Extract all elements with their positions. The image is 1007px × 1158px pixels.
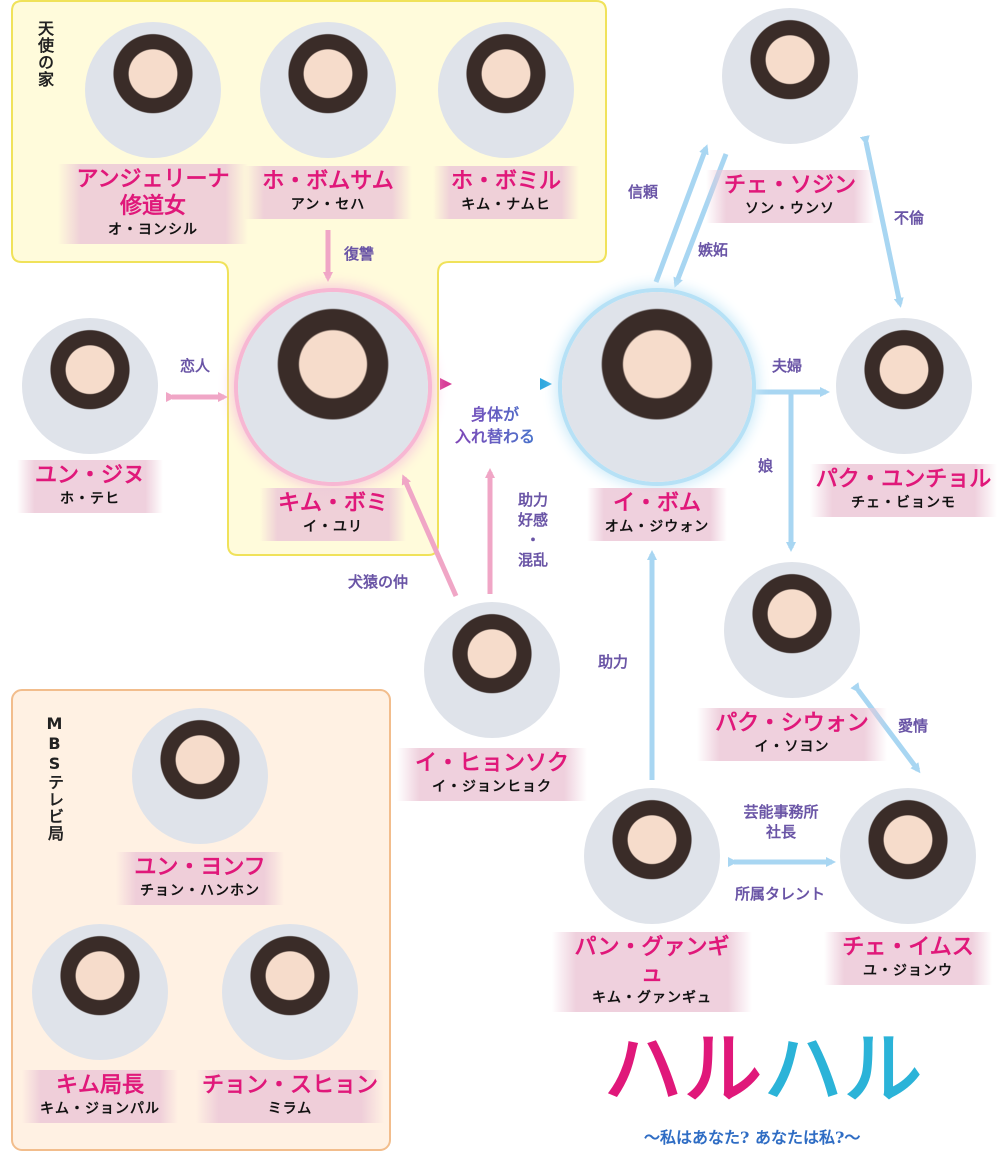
relation-daughter: 娘 (758, 457, 774, 475)
portrait-bomi (238, 292, 428, 482)
relation-affection: 愛情 (898, 717, 929, 735)
portrait-ibom (562, 292, 752, 482)
portrait-suhyon (222, 924, 358, 1060)
actor-name: アン・セハ (290, 197, 366, 213)
portrait-bomil (438, 22, 574, 158)
actor-name: イ・ジョンヒョク (431, 779, 552, 795)
character-name: チェ・ソジン (723, 172, 856, 198)
show-subtitle: 〜私はあなた? あなたは私?〜 (644, 1128, 861, 1147)
portrait-yuncheol (836, 318, 972, 454)
character-name: ホ・ボミル (450, 168, 561, 194)
actor-name: ソン・ウンソ (744, 201, 835, 217)
actor-name: オム・ジウォン (604, 519, 710, 535)
character-bomil: ホ・ボミル キム・ナムヒ (406, 166, 606, 219)
portrait-sojin (722, 8, 858, 144)
actor-name: キム・ナムヒ (461, 197, 551, 213)
character-name: ユン・ジヌ (34, 462, 145, 488)
relation-couple: 夫婦 (772, 357, 803, 375)
character-suhyon: チョン・スヒョン ミラム (190, 1070, 390, 1123)
character-name: キム局長 (55, 1072, 144, 1098)
character-hyeonseok: イ・ヒョンソク イ・ジョンヒョク (392, 748, 592, 801)
character-yuncheol: パク・ユンチョル チェ・ビョンモ (800, 464, 1007, 517)
relation-affair: 不倫 (894, 209, 925, 227)
actor-name: チェ・ビョンモ (851, 495, 956, 511)
character-yonpu: ユン・ヨンフ チョン・ハンホン (100, 852, 300, 905)
actor-name: キム・グァンギュ (592, 990, 712, 1006)
character-name: イ・ヒョンソク (414, 750, 569, 776)
group-label-angel-house: 天使の家 (35, 20, 54, 88)
actor-name: ホ・テヒ (59, 491, 120, 507)
character-name: ユン・ヨンフ (134, 854, 266, 880)
character-gwangyu: パン・グァンギュ キム・グァンギュ (552, 932, 752, 1012)
portrait-yonpu (132, 708, 268, 844)
portrait-siwon (724, 562, 860, 698)
character-bomi: キム・ボミ イ・ユリ (233, 488, 433, 541)
character-name: チョン・スヒョン (201, 1072, 378, 1098)
character-angelina: アンジェリーナ 修道女 オ・ヨンシル (48, 164, 258, 244)
relation-help: 助力 (598, 653, 629, 671)
arrow-trust (653, 144, 709, 283)
relation-lovers: 恋人 (180, 357, 211, 375)
character-ibom: イ・ボム オム・ジウォン (557, 488, 757, 541)
portrait-bomsam (260, 22, 396, 158)
relation-revenge: 復讐 (344, 245, 375, 263)
logo-part-2: ハル (764, 1025, 925, 1115)
character-name: キム・ボミ (277, 490, 388, 516)
character-kyokucho: キム局長 キム・ジョンパル (10, 1070, 190, 1123)
character-name: パク・シウォン (715, 710, 869, 736)
show-logo: ハルハル (604, 1030, 924, 1110)
character-jinu: ユン・ジヌ ホ・テヒ (0, 460, 180, 513)
character-bomsam: ホ・ボムサム アン・セハ (228, 166, 428, 219)
character-imusu: チェ・イムス ユ・ジョンウ (808, 932, 1007, 985)
actor-name: キム・ジョンパル (40, 1101, 160, 1117)
portrait-hyeonseok (424, 602, 560, 738)
logo-part-1: ハル (604, 1025, 765, 1115)
portrait-jinu (22, 318, 158, 454)
arrow-enemies (401, 474, 459, 598)
portrait-kyokucho (32, 924, 168, 1060)
relation-agency-bottom: 所属タレント (734, 885, 825, 903)
actor-name: チョン・ハンホン (140, 883, 260, 899)
character-name: アンジェリーナ 修道女 (76, 166, 230, 219)
character-name: パク・ユンチョル (815, 466, 992, 492)
group-label-mbs: MBSテレビ局 (45, 714, 64, 842)
character-siwon: パク・シウォン イ・ソヨン (692, 708, 892, 761)
relation-enemies: 犬猿の仲 (348, 573, 409, 591)
actor-name: イ・ソヨン (754, 739, 830, 755)
actor-name: イ・ユリ (302, 519, 363, 535)
character-name: チェ・イムス (842, 934, 974, 960)
actor-name: ミラム (267, 1101, 313, 1117)
relation-agency-top: 芸能事務所 社長 (743, 803, 819, 841)
portrait-angelina (85, 22, 221, 158)
portrait-imusu (840, 788, 976, 924)
arrow-affair (859, 135, 904, 308)
character-name: パン・グァンギュ (574, 934, 730, 987)
actor-name: オ・ヨンシル (108, 222, 198, 238)
actor-name: ユ・ジョンウ (863, 963, 953, 979)
relation-help-fav-chaos: 助力 好感 ・ 混乱 (517, 491, 548, 569)
character-sojin: チェ・ソジン ソン・ウンソ (690, 170, 890, 223)
portrait-gwangyu (584, 788, 720, 924)
arrow-affection (850, 682, 921, 774)
relation-trust: 信頼 (628, 183, 659, 201)
relation-jealousy: 嫉妬 (698, 241, 729, 259)
relation-swap: 身体が 入れ替わる (440, 404, 550, 448)
character-name: ホ・ボムサム (262, 168, 394, 194)
character-name: イ・ボム (612, 490, 701, 516)
